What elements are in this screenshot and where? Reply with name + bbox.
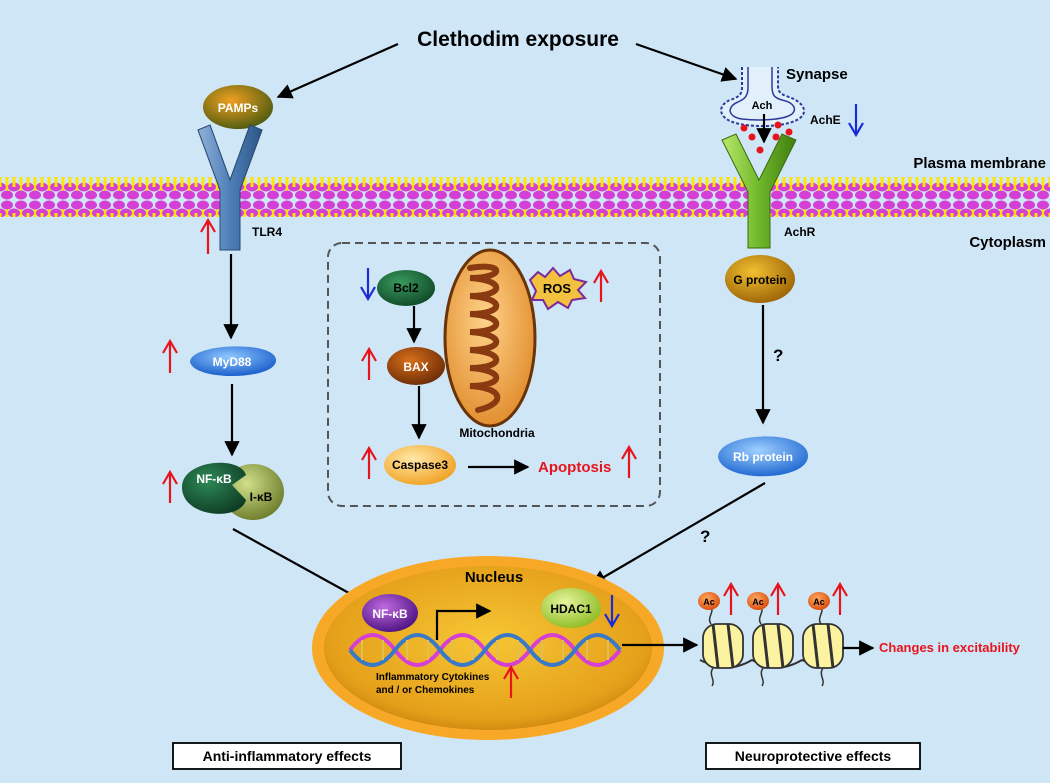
- arrow-rb-to-hdac1: [590, 482, 766, 585]
- neuroprotective-box: [705, 742, 921, 770]
- anti-inflammatory-label: Anti-inflammatory effects: [203, 748, 372, 764]
- svg-text:Ac: Ac: [813, 597, 825, 607]
- transcription-arrow: [435, 603, 492, 640]
- mitochondria-box: [327, 242, 661, 507]
- apoptosis-label: Apoptosis: [538, 459, 611, 476]
- ros-burst: [528, 266, 588, 311]
- pamps-label: PAMPs: [218, 101, 259, 115]
- nfkb-nucleus-node: [362, 594, 418, 632]
- ros-label: ROS: [543, 281, 572, 296]
- up-arrow-acetyl-3: [832, 581, 848, 615]
- ach-molecules: [740, 121, 793, 154]
- ach-label: Ach: [752, 100, 773, 112]
- mitochondrion-icon: [443, 248, 537, 428]
- myd88-node: [190, 346, 277, 377]
- acetyl-group-3: Ac: [808, 592, 830, 610]
- synapse-vesicle: [720, 67, 805, 127]
- down-arrow-ache: [848, 104, 864, 138]
- title: Clethodim exposure: [417, 28, 619, 51]
- up-arrow-acetyl-1: [723, 581, 739, 615]
- pamps-node: [203, 85, 273, 129]
- neuroprotective-label: Neuroprotective effects: [735, 748, 892, 764]
- synapse-label: Synapse: [786, 66, 848, 83]
- up-arrow-ros: [593, 268, 609, 302]
- arrow-title-to-synapse: [635, 42, 738, 82]
- up-arrow-tlr4-head: [200, 217, 216, 233]
- nfkb-nucleus-label: NF-κB: [372, 607, 408, 621]
- question-mark-2: ?: [700, 527, 710, 546]
- bax-node: [387, 347, 445, 385]
- hdac1-node: [541, 588, 601, 628]
- arrow-nfkb-to-nucleus: [232, 528, 369, 604]
- question-mark-1: ?: [773, 346, 783, 365]
- plasma-membrane-label: Plasma membrane: [913, 155, 1046, 172]
- up-arrow-bax: [361, 346, 377, 380]
- bcl2-node: [377, 270, 435, 306]
- g-protein-node: [725, 255, 795, 303]
- caspase3-node: [384, 445, 456, 485]
- up-arrow-inflammatory: [503, 664, 519, 698]
- excitability-label: Changes in excitability: [879, 640, 1021, 655]
- nfkb-cytoplasm-node: [182, 462, 246, 514]
- up-arrow-nfkb: [162, 469, 178, 503]
- bax-label: BAX: [403, 360, 428, 374]
- cytoplasm-label: Cytoplasm: [969, 234, 1046, 251]
- up-arrow-apoptosis: [621, 444, 637, 478]
- svg-text:Ac: Ac: [752, 597, 764, 607]
- hdac1-label: HDAC1: [550, 602, 592, 616]
- inflammatory-label-line2: and / or Chemokines: [376, 685, 475, 696]
- caspase3-label: Caspase3: [392, 458, 448, 472]
- svg-text:Ac: Ac: [703, 597, 715, 607]
- mitochondria-label: Mitochondria: [459, 426, 535, 440]
- down-arrow-hdac1: [604, 595, 620, 629]
- nucleus-label: Nucleus: [465, 569, 523, 586]
- myd88-label: MyD88: [213, 355, 252, 369]
- down-arrow-bcl2: [360, 268, 376, 302]
- acetyl-group-1: Ac: [698, 592, 720, 610]
- arrow-title-to-pamps: [276, 42, 399, 99]
- tlr4-label: TLR4: [252, 225, 282, 239]
- g-protein-label: G protein: [733, 273, 786, 287]
- achr-label: AchR: [784, 225, 816, 239]
- tlr4-receptor: [197, 124, 263, 251]
- rb-protein-node: [718, 436, 809, 477]
- up-arrow-myd88: [162, 338, 178, 373]
- rb-protein-label: Rb protein: [733, 450, 793, 464]
- achr-receptor: [721, 133, 797, 249]
- ache-label: AchE: [810, 113, 841, 127]
- anti-inflammatory-box: [172, 742, 402, 770]
- nfkb-cytoplasm-label: NF-κB: [196, 472, 232, 486]
- bcl2-label: Bcl2: [393, 281, 419, 295]
- plasma-membrane: [0, 177, 1050, 217]
- ikb-label: I-κB: [250, 490, 273, 504]
- up-arrow-acetyl-2: [770, 581, 786, 615]
- up-arrow-caspase3: [361, 445, 377, 479]
- acetyl-group-2: Ac: [747, 592, 769, 610]
- dna-helix-icon: [348, 633, 622, 667]
- inflammatory-label-line1: Inflammatory Cytokines: [376, 672, 490, 683]
- chromatin-nucleosomes: [699, 604, 844, 687]
